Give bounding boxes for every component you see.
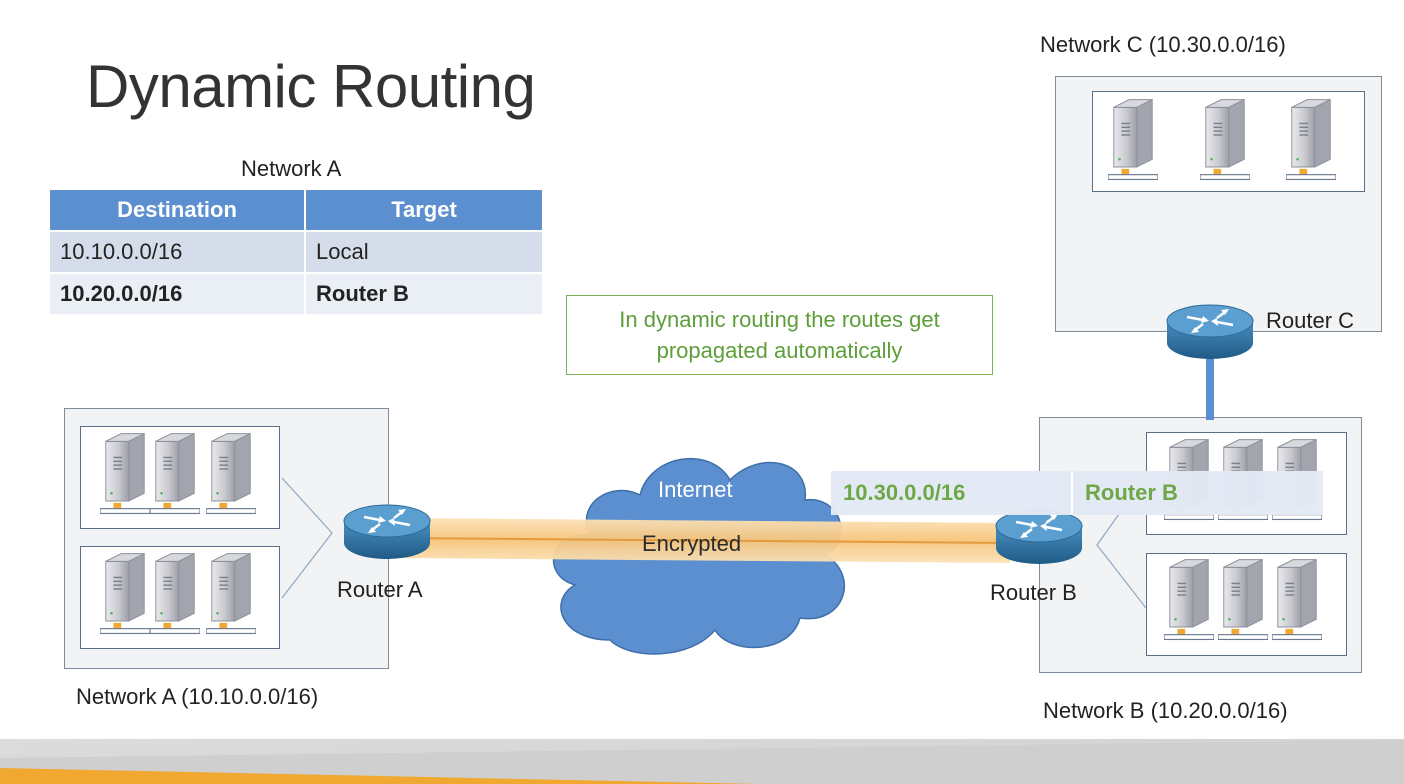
- server-icon: [1200, 99, 1250, 181]
- route-target: Local: [306, 232, 542, 272]
- server-icon: [1218, 559, 1268, 641]
- server-icon: [1272, 559, 1322, 641]
- page-title: Dynamic Routing: [86, 53, 536, 120]
- server-icon: [206, 553, 256, 635]
- route-table-header-target: Target: [306, 190, 542, 230]
- server-icon: [100, 433, 150, 515]
- server-icon: [1108, 99, 1158, 181]
- server-icon: [100, 553, 150, 635]
- server-icon: [150, 553, 200, 635]
- route-target: Router B: [306, 274, 542, 314]
- table-row: 10.20.0.0/16 Router B: [50, 274, 542, 314]
- propagated-route-target: Router B: [1085, 480, 1178, 505]
- footer-band: [0, 739, 1404, 784]
- vpn-tunnel: [394, 518, 1011, 563]
- router-icon: [994, 508, 1084, 566]
- server-icon: [150, 433, 200, 515]
- router-link: [1206, 355, 1214, 420]
- table-row: 10.10.0.0/16 Local: [50, 232, 542, 272]
- router-icon: [342, 503, 432, 561]
- network-c-label: Network C (10.30.0.0/16): [1040, 32, 1286, 57]
- router-b-label: Router B: [990, 580, 1077, 605]
- router-a-label: Router A: [337, 577, 423, 602]
- server-icon: [206, 433, 256, 515]
- server-icon: [1164, 559, 1214, 641]
- router-c-label: Router C: [1266, 308, 1355, 333]
- internet-label: Internet: [658, 477, 733, 502]
- note-box: In dynamic routing the routes get propag…: [566, 295, 993, 375]
- route-table: Destination Target 10.10.0.0/16 Local 10…: [48, 188, 544, 316]
- propagated-route-destination: 10.30.0.0/16: [831, 471, 1073, 515]
- router-icon: [1165, 303, 1255, 361]
- network-a-label: Network A (10.10.0.0/16): [76, 684, 319, 709]
- route-table-caption: Network A: [241, 156, 342, 181]
- server-icon: [1286, 99, 1336, 181]
- note-text: In dynamic routing the routes get propag…: [619, 307, 940, 363]
- route-destination: 10.10.0.0/16: [50, 232, 304, 272]
- propagated-route-row: 10.30.0.0/16 Router B: [831, 471, 1323, 515]
- network-b-label: Network B (10.20.0.0/16): [1043, 698, 1288, 723]
- encrypted-label: Encrypted: [642, 531, 742, 556]
- route-table-header-destination: Destination: [50, 190, 304, 230]
- route-destination: 10.20.0.0/16: [50, 274, 304, 314]
